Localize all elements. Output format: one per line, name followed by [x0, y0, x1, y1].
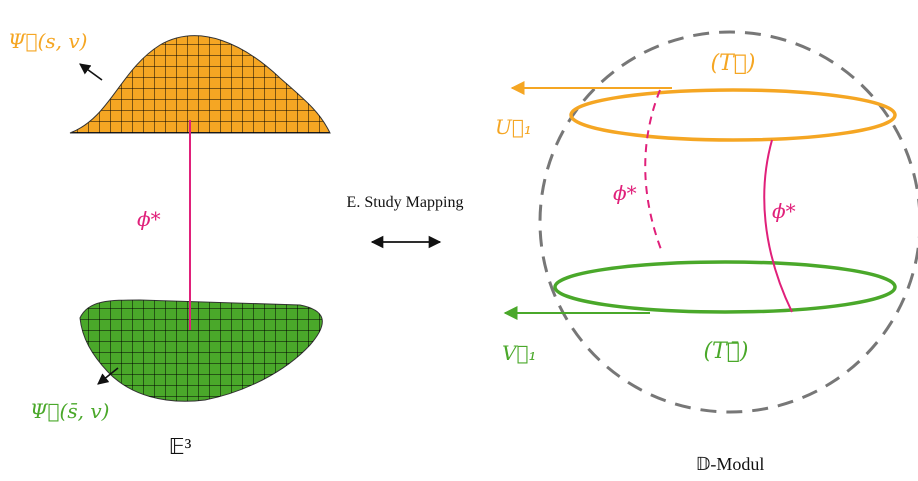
- phi-dashed-curve: [644, 89, 663, 253]
- dmodul-sphere: [538, 30, 918, 414]
- phi-solid-curve: [763, 139, 793, 313]
- dmodul-label: 𝔻-Modul: [696, 454, 765, 474]
- v1-label: V⃗₁: [502, 341, 536, 365]
- mapping-label: E. Study Mapping: [347, 194, 464, 211]
- bottom-normal-arrow: [97, 367, 119, 385]
- orange-ellipse: [569, 88, 897, 142]
- phi-left-label: ϕ*: [137, 207, 161, 231]
- psi-bottom-label: Ψ⃗(s̄, v): [30, 399, 109, 423]
- t-top-label: (T⃗): [710, 51, 755, 76]
- green-ellipse: [553, 260, 897, 314]
- e3-label: 𝔼³: [169, 434, 192, 459]
- phi-right-label: ϕ*: [772, 199, 796, 223]
- top-normal-arrow: [79, 63, 103, 81]
- bottom-surface: [79, 299, 323, 402]
- t-bottom-label: (T⃗̄): [703, 339, 748, 364]
- phi-mid-label: ϕ*: [613, 181, 637, 205]
- psi-top-label: Ψ⃗(s, v): [8, 29, 87, 53]
- u1-label: U⃗₁: [495, 115, 532, 139]
